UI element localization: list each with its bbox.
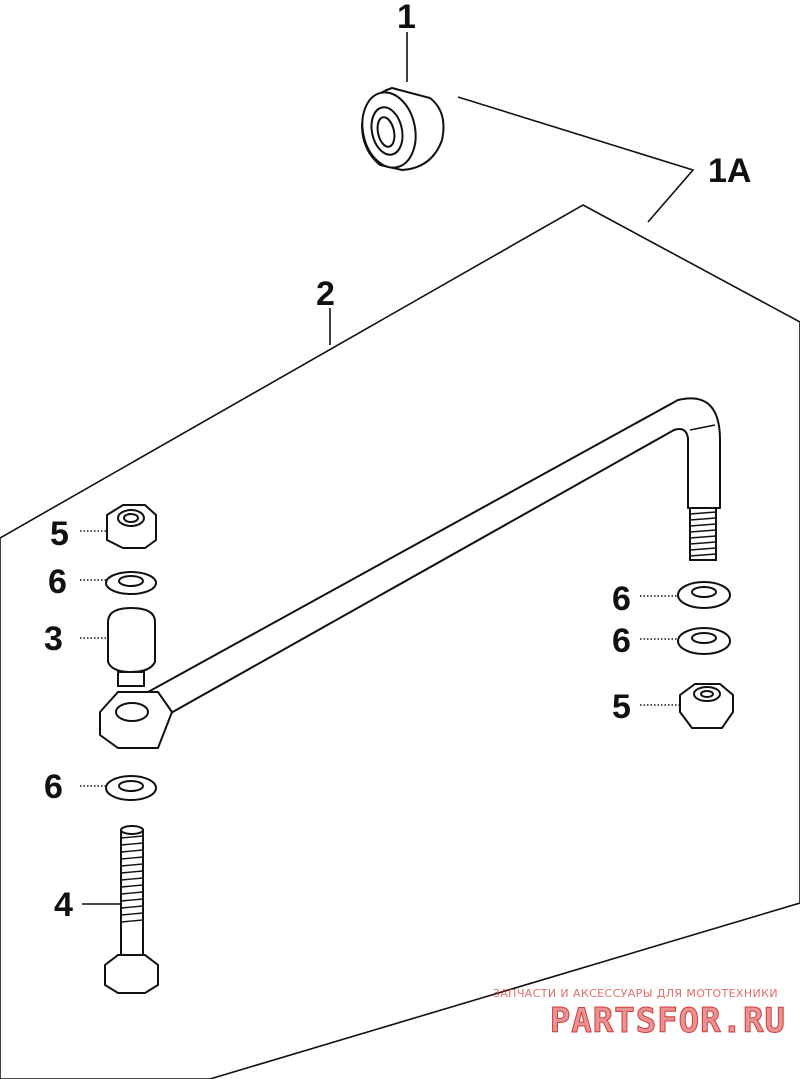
leader-1a — [457, 96, 695, 223]
callout-6-right-top: 6 — [612, 580, 631, 618]
watermark-brand: PARTSFOR.RU — [550, 1001, 786, 1041]
callout-1: 1 — [397, 0, 416, 36]
washer-part-6-right-bottom — [677, 627, 731, 655]
callout-2: 2 — [316, 275, 335, 313]
callout-6-right-bottom: 6 — [612, 622, 631, 660]
callout-6-left-top: 6 — [48, 563, 67, 601]
bolt-part-4 — [104, 825, 159, 994]
washer-part-6-left-top — [105, 571, 157, 595]
watermark-tagline: ЗАПЧАСТИ И АКСЕССУАРЫ ДЛЯ МОТОТЕХНИКИ — [493, 987, 778, 1000]
callout-3: 3 — [44, 620, 63, 658]
callout-1a: 1A — [708, 152, 751, 190]
watermark: ЗАПЧАСТИ И АКСЕССУАРЫ ДЛЯ МОТОТЕХНИКИ PA… — [493, 987, 786, 1042]
washer-part-6-left-bottom — [105, 775, 157, 801]
nut-part-5-right — [679, 683, 734, 729]
washer-part-6-right-top — [677, 581, 731, 609]
nut-part-5-left — [106, 504, 157, 549]
callout-6-left-bottom: 6 — [44, 768, 63, 806]
bushing-part-1 — [360, 32, 445, 172]
callout-5-left: 5 — [50, 515, 69, 553]
callout-5-right: 5 — [612, 688, 631, 726]
callout-4: 4 — [54, 886, 73, 924]
collar-part-3 — [107, 606, 156, 687]
steering-rod-part-2 — [99, 397, 721, 749]
